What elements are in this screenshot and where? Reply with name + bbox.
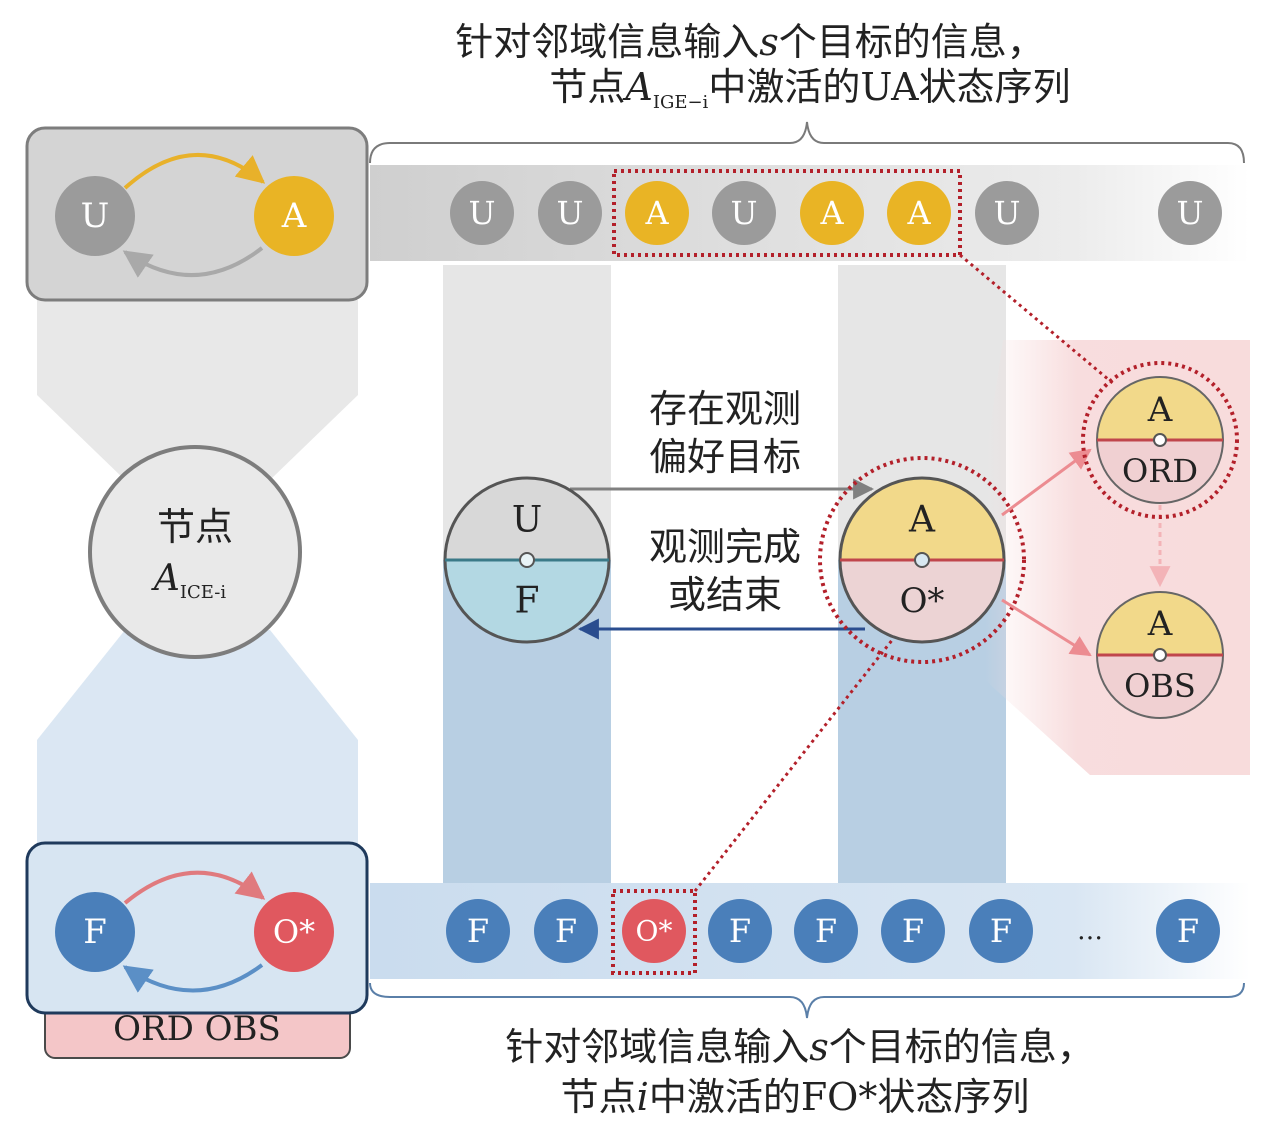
bottom-caption-line2: 节点i中激活的FO*状态序列 bbox=[561, 1075, 1030, 1119]
fo-sequence-node bbox=[794, 899, 858, 963]
top-brace bbox=[369, 121, 1245, 164]
fo-sequence-node-label: F bbox=[815, 912, 837, 950]
uf-node-bottom: F bbox=[515, 581, 540, 622]
ord-node-top: A bbox=[1147, 390, 1173, 430]
ua-sequence-node bbox=[538, 181, 602, 245]
ua-highlight-box bbox=[612, 169, 962, 257]
bottom-brace bbox=[369, 982, 1245, 1019]
ao-to-obs-arrow bbox=[1001, 598, 1092, 657]
fo-sequence-node bbox=[881, 899, 945, 963]
back-label-line1: 观测完成 bbox=[649, 525, 801, 569]
obs-node-bottom: OBS bbox=[1124, 667, 1196, 705]
ua-sequence-node bbox=[625, 181, 689, 245]
ua-sequence-node-label: A bbox=[906, 194, 931, 232]
legend-node-o bbox=[254, 892, 334, 972]
fo-sequence-node bbox=[534, 899, 598, 963]
ua-sequence-node-label: U bbox=[557, 194, 584, 232]
fo-sequence-ellipsis: … bbox=[1077, 916, 1103, 946]
center-node-label: 节点 bbox=[157, 505, 233, 549]
ua-legend-box: U A bbox=[25, 126, 369, 302]
top-caption-line1: 针对邻域信息输入s个目标的信息， bbox=[455, 20, 1045, 64]
legend-node-u bbox=[55, 176, 135, 256]
u-to-a-arrow bbox=[123, 152, 266, 190]
ua-sequence-node-label: A bbox=[819, 194, 844, 232]
ua-sequence-node bbox=[887, 181, 951, 245]
top-caption-line2: 节点AIGE−i中激活的UA状态序列 bbox=[549, 65, 1070, 113]
ord-node-bottom: ORD bbox=[1122, 452, 1198, 490]
ua-sequence-node-label: U bbox=[1177, 194, 1204, 232]
ao-node: A O* bbox=[818, 456, 1026, 664]
fo-sequence-node-label: F bbox=[467, 912, 489, 950]
legend-node-f-label: F bbox=[83, 912, 107, 952]
o-to-f-arrow bbox=[122, 963, 264, 993]
ua-sequence-node bbox=[1158, 181, 1222, 245]
ua-sequence-node-label: U bbox=[469, 194, 496, 232]
uf-node: U F bbox=[443, 476, 611, 644]
hourglass-top bbox=[37, 300, 358, 480]
ua-to-ord-connector bbox=[959, 253, 1116, 387]
fo-sequence-node-label: F bbox=[729, 912, 751, 950]
forward-label-line2: 偏好目标 bbox=[649, 435, 801, 479]
ua-sequence-node-label: U bbox=[731, 194, 758, 232]
legend-node-u-label: U bbox=[81, 196, 110, 236]
uf-node-top: U bbox=[512, 500, 542, 541]
fo-highlight-box bbox=[611, 889, 697, 975]
fo-sequence-node bbox=[622, 899, 686, 963]
center-node-var: AICE-i bbox=[151, 558, 226, 603]
fo-sequence-node-label: F bbox=[902, 912, 924, 950]
legend-node-a bbox=[254, 176, 334, 256]
ua-sequence-node bbox=[450, 181, 514, 245]
ord-node: A ORD bbox=[1081, 361, 1239, 519]
fo-sequence-node bbox=[708, 899, 772, 963]
legend-node-f bbox=[55, 892, 135, 972]
forward-label-line1: 存在观测 bbox=[649, 387, 801, 431]
fo-sequence-node-label: F bbox=[990, 912, 1012, 950]
obs-node: A OBS bbox=[1096, 591, 1224, 719]
ua-sequence-node-label: U bbox=[994, 194, 1021, 232]
fo-legend-box: ORD OBS F O* bbox=[25, 841, 369, 1059]
center-node: 节点 AICE-i bbox=[88, 445, 302, 659]
fo-sequence-node bbox=[446, 899, 510, 963]
bottom-caption-line1: 针对邻域信息输入s个目标的信息， bbox=[505, 1025, 1095, 1069]
ua-sequence-node bbox=[800, 181, 864, 245]
ao-node-top: A bbox=[908, 500, 936, 541]
hourglass-bottom bbox=[37, 630, 358, 845]
fo-sequence-node bbox=[1156, 899, 1220, 963]
ua-sequence-node bbox=[712, 181, 776, 245]
fo-sequence-node-label: O* bbox=[636, 915, 673, 948]
fo-sequence: F F O* F F F F … F bbox=[446, 899, 1220, 963]
ua-sequence-node bbox=[975, 181, 1039, 245]
fo-sequence-node bbox=[969, 899, 1033, 963]
ao-node-bottom: O* bbox=[900, 581, 945, 621]
back-label-line2: 或结束 bbox=[668, 573, 782, 617]
a-to-u-arrow bbox=[122, 246, 264, 278]
ua-sequence-node-label: A bbox=[644, 194, 669, 232]
fo-sequence-node-label: F bbox=[555, 912, 577, 950]
obs-node-top: A bbox=[1147, 604, 1173, 644]
legend-node-o-label: O* bbox=[273, 913, 315, 951]
ao-to-ord-arrow bbox=[1001, 448, 1092, 517]
fo-sequence-node-label: F bbox=[1177, 912, 1199, 950]
legend-node-a-label: A bbox=[281, 196, 307, 236]
ord-obs-tag: ORD OBS bbox=[113, 1009, 281, 1049]
f-to-o-arrow bbox=[123, 870, 266, 905]
